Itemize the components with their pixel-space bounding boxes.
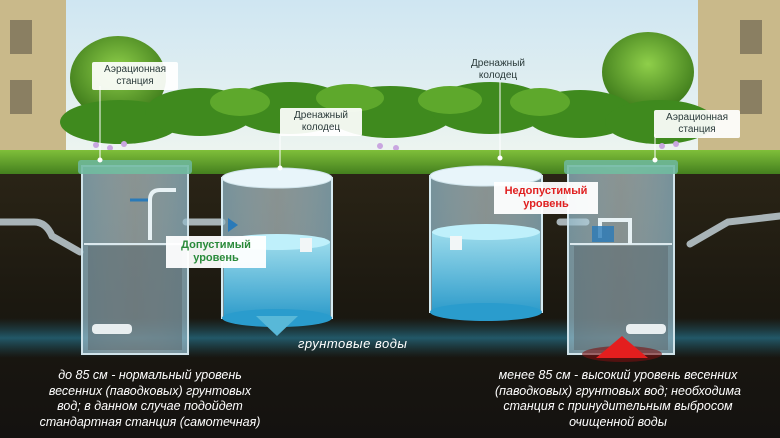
label-groundwater: грунтовые воды (298, 336, 408, 351)
tree-right (602, 32, 694, 112)
label-left-drain-well: Дренажный колодец (280, 108, 362, 136)
caption-high-level: менее 85 см - высокий уровень весенних (… (495, 368, 741, 429)
house-left (0, 0, 66, 160)
high-water-warning-arrow (582, 336, 662, 362)
label-left-aeration-station: Аэрационная станция (92, 62, 178, 90)
caption-normal-level: до 85 см - нормальный уровень весенних (… (39, 368, 261, 429)
label-right-aeration-station: Аэрационная станция (654, 110, 740, 138)
label-not-allowed-level: Недопустимый уровень (494, 182, 598, 214)
label-center-drain-well: Дренажный колодец (471, 58, 525, 81)
label-allowed-level: Допустимый уровень (166, 236, 266, 268)
